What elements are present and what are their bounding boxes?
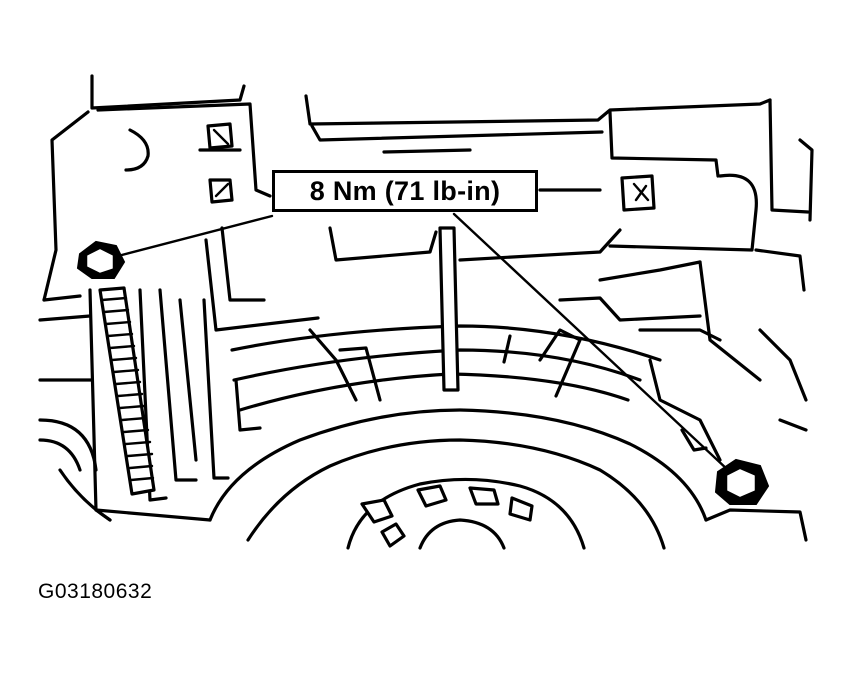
crankshaft-pulley xyxy=(58,408,808,550)
right-cover-plate xyxy=(304,94,814,292)
hex-bolt-icon xyxy=(714,458,770,505)
left-bolt-column xyxy=(38,288,230,522)
threaded-bolt-icon xyxy=(98,286,156,496)
vertical-rod xyxy=(438,226,460,392)
torque-callout-box: 8 Nm (71 lb-in) xyxy=(272,170,538,212)
torque-spec-label: 8 Nm (71 lb-in) xyxy=(309,175,501,206)
callout-leader-lines xyxy=(116,212,730,472)
sprocket-gear-icon xyxy=(346,477,586,550)
crankcase-ribs xyxy=(204,226,808,462)
left-housing xyxy=(42,74,272,302)
hex-bolt-icon xyxy=(76,240,126,279)
figure-id: G03180632 xyxy=(38,580,153,603)
